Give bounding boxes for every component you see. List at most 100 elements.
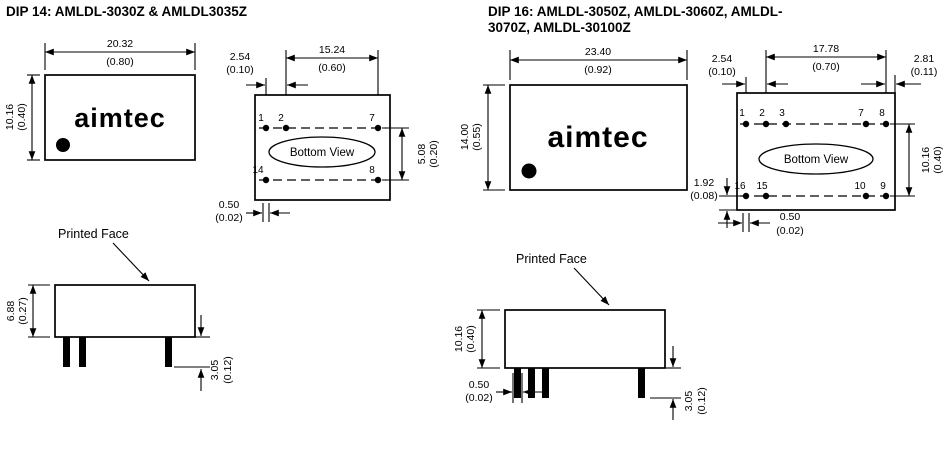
dip16-row-mm: 10.16 — [920, 147, 932, 173]
aimtec-logo: aimtec — [547, 121, 648, 154]
pin-number: 1 — [739, 108, 745, 119]
dip14-span-mm: 15.24 — [319, 44, 345, 56]
dip14-lead-width-dimension: 0.50 (0.02) — [215, 199, 290, 224]
dip14-body-mm: 6.88 — [5, 301, 17, 322]
dip14-pin-in: (0.12) — [222, 356, 234, 383]
dip14-height-in: (0.40) — [16, 103, 28, 130]
dip16-lead-width-dimension: 0.50 (0.02) — [718, 211, 804, 237]
dip16-row-spacing-dimension: 10.16 (0.40) — [890, 123, 944, 197]
dip16-offset-in: (0.08) — [690, 190, 717, 202]
dip16-side-body — [504, 309, 666, 369]
pin-number: 8 — [369, 165, 375, 176]
pin1-indicator-dot — [56, 138, 70, 152]
dip16-pitch-mm: 2.54 — [712, 53, 733, 65]
dip14-side-view: Printed Face 6.88 (0.27) 3.05 — [5, 227, 234, 391]
dip14-pin-mm: 3.05 — [209, 360, 221, 381]
dip16-pin-in: (0.12) — [696, 387, 708, 414]
dip16-height-mm: 14.00 — [459, 124, 471, 150]
dip14-bottom-view: 15.24 (0.60) 2.54 (0.10) Bottom View 1 2 — [215, 44, 440, 224]
printed-face-leader-arrow — [573, 267, 610, 306]
pin-number: 2 — [759, 108, 765, 119]
dip16-span-in: (0.70) — [812, 61, 839, 73]
pin-number: 3 — [779, 108, 785, 119]
dip16-body-in: (0.40) — [465, 325, 477, 352]
dip14-top-view: 20.32 (0.80) 10.16 (0.40) aimtec — [4, 38, 196, 161]
dip14-lead-mm: 0.50 — [219, 199, 240, 211]
dip16-edge-dimension: 2.81 (0.11) — [861, 53, 937, 93]
bottom-view-badge — [758, 143, 874, 175]
dip16-side-lead-width-dimension: 0.50 (0.02) — [465, 373, 549, 404]
dip14-side-body — [54, 284, 196, 338]
dip16-edge-in: (0.11) — [911, 66, 938, 78]
dip14-row-in: (0.20) — [428, 140, 440, 167]
dip14-side-legs — [63, 337, 172, 367]
pin1-indicator-dot — [521, 163, 537, 179]
dip14-body-height-dimension: 6.88 (0.27) — [5, 284, 50, 338]
dip16-span-mm: 17.78 — [813, 43, 839, 55]
pin-number: 8 — [879, 108, 885, 119]
pin-number: 7 — [369, 113, 375, 124]
printed-face-label: Printed Face — [58, 227, 129, 241]
dip16-pins-bottom-row: 16 15 10 9 — [734, 181, 890, 200]
dip14-width-dimension: 20.32 (0.80) — [44, 38, 196, 70]
pin-number: 14 — [252, 165, 264, 176]
dip16-pin-length-dimension: 3.05 (0.12) — [650, 346, 708, 420]
dip16-package-body — [509, 84, 688, 191]
bottom-view-label: Bottom View — [290, 147, 355, 159]
bottom-view-badge — [268, 136, 376, 168]
dip16-title-line2: 3070Z, AMLDL-30100Z — [488, 20, 631, 35]
dip14-section: DIP 14: AMLDL-3030Z & AMLDL3035Z 20.32 (… — [4, 4, 440, 391]
dip14-span-in: (0.60) — [318, 62, 345, 74]
dip16-width-in: (0.92) — [584, 64, 611, 76]
bottom-view-label: Bottom View — [784, 154, 849, 166]
dip16-body-height-dimension: 10.16 (0.40) — [453, 309, 500, 369]
pin-number: 7 — [858, 108, 864, 119]
pin-number: 9 — [880, 181, 886, 192]
dip14-width-in: (0.80) — [106, 56, 133, 68]
dip16-pitch-dimension: 2.54 (0.10) — [708, 53, 788, 120]
dip14-package-body — [44, 74, 196, 161]
dip14-body-in: (0.27) — [17, 297, 29, 324]
dip16-pin-mm: 3.05 — [683, 391, 695, 412]
dip14-lead-in: (0.02) — [215, 212, 242, 224]
dip16-pins-top-row: 1 2 3 7 8 — [739, 108, 890, 128]
dip16-height-in: (0.55) — [471, 123, 483, 150]
pin-number: 16 — [734, 181, 746, 192]
aimtec-logo: aimtec — [74, 103, 166, 133]
dip16-height-dimension: 14.00 (0.55) — [459, 84, 505, 191]
dip16-lead-in: (0.02) — [776, 225, 803, 237]
dip16-bottom-view: 17.78 (0.70) 2.54 (0.10) 2.81 (0.11) — [690, 43, 944, 237]
dip14-row-spacing-dimension: 5.08 (0.20) — [382, 127, 440, 181]
dip16-top-view: 23.40 (0.92) 14.00 (0.55) aimtec — [459, 46, 688, 191]
dip16-title-line1: DIP 16: AMLDL-3050Z, AMLDL-3060Z, AMLDL- — [488, 4, 783, 19]
pin-number: 15 — [756, 181, 768, 192]
dip16-body-mm: 10.16 — [453, 326, 465, 352]
dip14-height-mm: 10.16 — [4, 104, 16, 130]
dip16-offset-mm: 1.92 — [694, 177, 715, 189]
dip16-offset-dimension: 1.92 (0.08) — [690, 177, 744, 228]
dip16-side-lead-in: (0.02) — [465, 392, 492, 404]
dip16-side-view: Printed Face 10.16 (0.40) 0. — [453, 252, 708, 420]
dip14-pin-length-dimension: 3.05 (0.12) — [174, 315, 234, 391]
dip16-row-in: (0.40) — [932, 146, 944, 173]
dip14-pins-top-row: 1 2 7 — [258, 113, 382, 132]
dip16-lead-mm: 0.50 — [780, 211, 801, 223]
dip16-side-lead-mm: 0.50 — [469, 379, 490, 391]
dip14-height-dimension: 10.16 (0.40) — [4, 74, 40, 161]
printed-face-leader-arrow — [112, 242, 150, 282]
dip14-row-mm: 5.08 — [416, 144, 428, 165]
dip14-pitch-in: (0.10) — [226, 64, 253, 76]
dip16-pitch-in: (0.10) — [708, 66, 735, 78]
pin-number: 2 — [278, 113, 284, 124]
dip14-title: DIP 14: AMLDL-3030Z & AMLDL3035Z — [6, 4, 247, 19]
dip16-side-legs — [514, 368, 645, 398]
dip16-span-dimension: 17.78 (0.70) — [765, 43, 887, 120]
printed-face-label: Printed Face — [516, 252, 587, 266]
dip14-pins-bottom-row: 14 8 — [252, 165, 382, 184]
dip16-width-mm: 23.40 — [585, 46, 611, 58]
dip14-width-mm: 20.32 — [107, 38, 133, 50]
pin-number: 1 — [258, 113, 264, 124]
dip14-pitch-mm: 2.54 — [230, 51, 251, 63]
